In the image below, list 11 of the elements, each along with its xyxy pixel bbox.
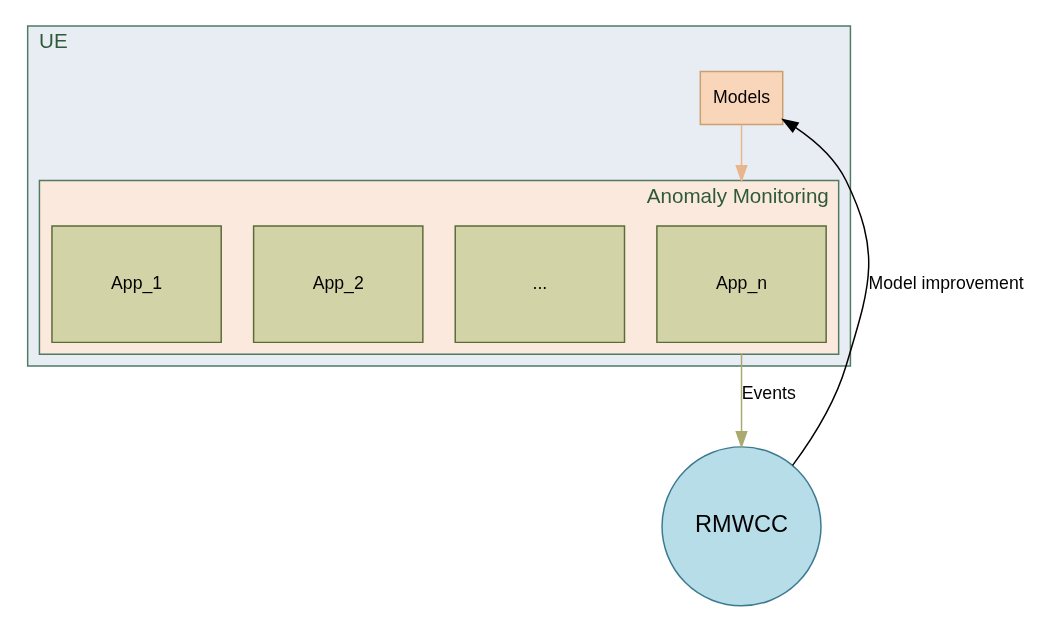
node-box: App_1: [50, 225, 222, 344]
node-box: App_2: [252, 225, 424, 344]
arrow: [734, 353, 748, 449]
node-box: ...: [454, 225, 625, 344]
edge-label: Events: [741, 383, 796, 404]
node-box: App_n: [655, 225, 827, 344]
edge-label: Model improvement: [868, 272, 1024, 293]
node-circle: RMWCC: [660, 446, 822, 607]
arrow: [780, 118, 869, 467]
arrow: [734, 123, 748, 183]
node-box: Models: [699, 70, 783, 126]
